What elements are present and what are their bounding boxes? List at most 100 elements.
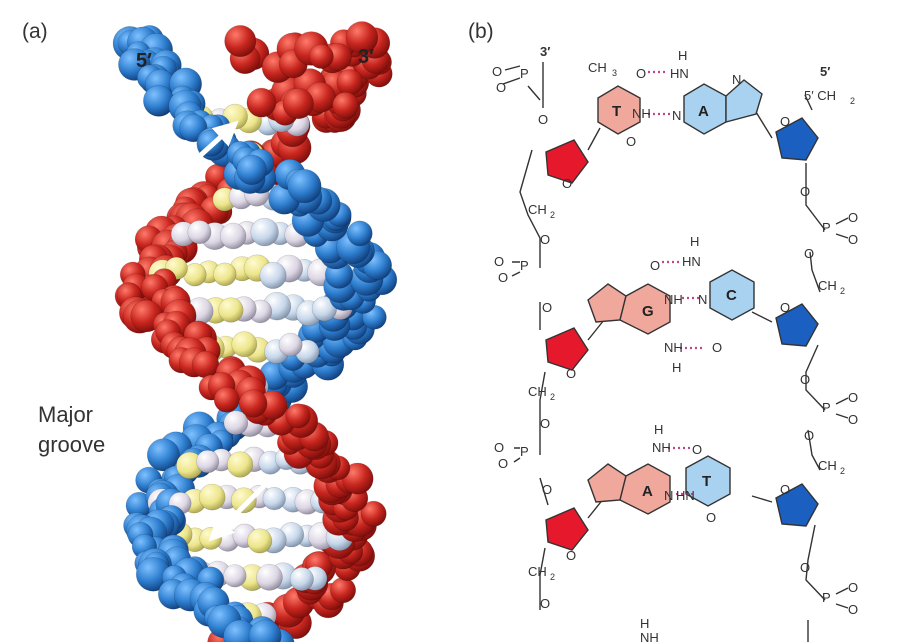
base-letter-t1: T	[612, 103, 621, 120]
ring-n-1: N	[672, 108, 681, 123]
amine-h-1: H	[678, 48, 687, 63]
phosphate-p-4: P	[822, 220, 831, 235]
backbone-atom	[360, 500, 387, 527]
backbone-atom	[236, 154, 267, 186]
ring-n-3: N	[698, 292, 707, 307]
backbone-atom	[246, 87, 277, 118]
backbone-atom	[248, 619, 282, 642]
base-atom	[259, 261, 287, 289]
sugar-o-r3b: O	[780, 482, 790, 497]
guanine-ring-6	[619, 283, 671, 335]
amine-h-4: H	[640, 616, 649, 631]
sugar-o-l2c: O	[566, 366, 576, 381]
ch2-left-3-sub: 2	[550, 572, 555, 582]
amine-hn-3: HN	[676, 488, 695, 503]
backbone-atom	[239, 389, 268, 418]
label-5prime-a: 5′	[136, 50, 152, 72]
base-atom	[289, 567, 314, 592]
sugar-right-1	[775, 117, 819, 161]
carbonyl-o-1: O	[636, 66, 646, 81]
backbone-atom	[213, 386, 240, 413]
carbonyl-o-5: O	[692, 442, 702, 457]
amine-hn-1: HN	[670, 66, 689, 81]
phosphate-o-4b: O	[848, 232, 858, 247]
sugar-o-l2: O	[540, 232, 550, 247]
label-5prime-b: 5′	[820, 64, 830, 79]
backbone-atom	[346, 220, 373, 247]
phosphate-o-6a: O	[848, 580, 858, 595]
base-atom	[230, 487, 257, 514]
space-filling-dna-model	[112, 21, 398, 642]
sugar-o-r2c: O	[800, 372, 810, 387]
phosphate-bonds	[502, 65, 849, 609]
phosphate-o-5a: O	[848, 390, 858, 405]
sugar-o-l2b: O	[542, 300, 552, 315]
phosphate-p-5: P	[822, 400, 831, 415]
sugar-left-2	[545, 327, 589, 371]
sugar-o-l3c: O	[566, 548, 576, 563]
base-atom	[255, 563, 283, 591]
phosphate-p-2: P	[520, 258, 529, 273]
base-atom	[278, 332, 303, 357]
phosphate-p-1: P	[520, 66, 529, 81]
backbone-atom	[224, 25, 257, 58]
base-letter-g2: G	[642, 303, 654, 320]
backbone-atom	[345, 21, 379, 54]
ch2-left-3: CH	[528, 564, 547, 579]
backbone-atom	[287, 169, 322, 204]
label-5prime-ch2: 5′ CH	[804, 88, 836, 103]
base-atom	[213, 262, 237, 286]
backbone-atom	[332, 92, 360, 119]
ch2-right-1-sub: 2	[840, 286, 845, 296]
ch2-right-2: CH	[818, 458, 837, 473]
label-sub2-top: 2	[850, 96, 855, 106]
sugar-o-r2: O	[804, 246, 814, 261]
base-letters: T A G C A T	[612, 103, 737, 500]
sugar-right-3	[775, 483, 819, 527]
sugar-o-r1b: O	[800, 184, 810, 199]
thymine-ring	[597, 85, 641, 135]
base-atom	[262, 487, 286, 511]
backbone-atom	[146, 438, 180, 472]
strand-direction-arrow-up	[168, 120, 239, 185]
phosphate-o-6b: O	[848, 602, 858, 617]
backbone-atom	[282, 87, 314, 120]
sugar-o-r1: O	[780, 114, 790, 129]
phosphate-o-2a: O	[494, 254, 504, 269]
adenine-ring-6-b	[619, 463, 671, 515]
sugar-o-l3b: O	[542, 482, 552, 497]
panel-label-a: (a)	[22, 20, 48, 43]
label-3prime-b: 3′	[540, 44, 550, 59]
backbone-atom	[336, 69, 363, 96]
backbone-atom	[329, 577, 356, 604]
backbone-atom	[308, 44, 334, 69]
phosphate-o-3b: O	[498, 456, 508, 471]
sugar-o-r3c: O	[800, 560, 810, 575]
ch2-left-1: CH	[528, 202, 547, 217]
base-atom	[247, 528, 273, 554]
left-backbone	[519, 62, 549, 610]
base-letter-c2: C	[726, 287, 737, 304]
panel-label-b: (b)	[468, 20, 494, 43]
phosphate-o-4a: O	[848, 210, 858, 225]
base-atom	[231, 331, 258, 358]
ch2-right-1: CH	[818, 278, 837, 293]
amide-nh-1: NH	[632, 106, 651, 121]
amine-h-2: H	[690, 234, 699, 249]
base-atom	[219, 222, 247, 250]
base-atom	[250, 217, 279, 247]
base-atom	[196, 449, 220, 474]
sugar-left-3	[545, 507, 589, 551]
ch2-left-1-sub: 2	[550, 210, 555, 220]
backbone-atom	[285, 403, 311, 429]
base-atom	[223, 564, 247, 588]
phosphate-o-2b: O	[498, 270, 508, 285]
label-ch3: CH	[588, 60, 607, 75]
amine-h-3: H	[654, 422, 663, 437]
phosphate-p-3: P	[520, 444, 529, 459]
carbonyl-o-3: O	[650, 258, 660, 273]
base-letter-a1: A	[698, 103, 709, 120]
base-letter-t3: T	[702, 473, 711, 490]
